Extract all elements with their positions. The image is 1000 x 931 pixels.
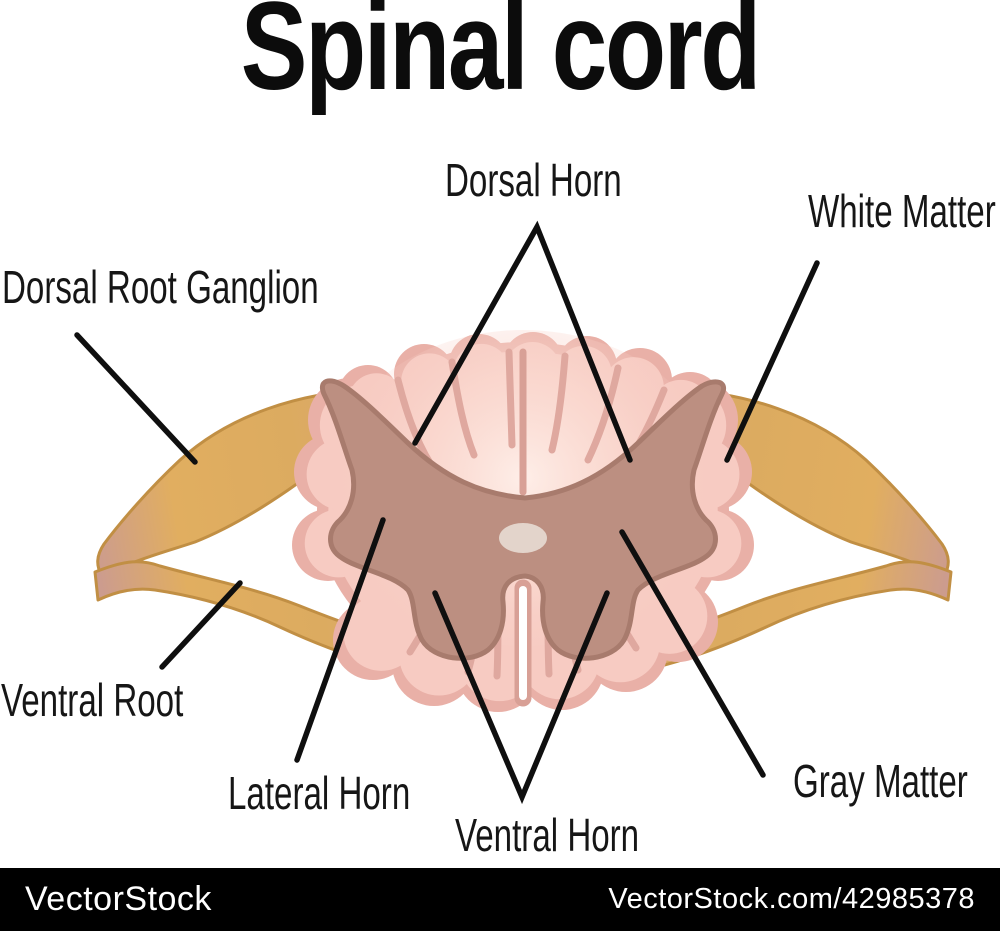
page-title: Spinal cord <box>0 0 1000 109</box>
pointer-line-gray-matter <box>619 529 766 778</box>
watermark-credit: VectorStock.com/42985378 <box>608 883 975 915</box>
pointer-lines <box>74 220 820 805</box>
pointer-line-ventral-horn <box>432 590 610 805</box>
watermark-bar: VectorStock VectorStock.com/42985378 <box>0 868 1000 931</box>
label-white-matter: White Matter <box>808 185 996 237</box>
page-title-text: Spinal cord <box>240 0 762 116</box>
label-dorsal-horn: Dorsal Horn <box>445 154 622 206</box>
gray-matter <box>320 378 726 661</box>
pointer-line-dorsal-root-ganglion <box>74 332 198 465</box>
pointer-line-ventral-root <box>159 580 243 670</box>
label-gray-matter: Gray Matter <box>793 755 968 807</box>
central-canal <box>499 523 547 553</box>
label-ventral-horn: Ventral Horn <box>455 809 640 861</box>
pointer-line-lateral-horn <box>294 517 386 763</box>
label-dorsal-root-ganglion: Dorsal Root Ganglion <box>2 261 319 313</box>
label-ventral-root: Ventral Root <box>1 674 184 726</box>
pointer-line-dorsal-horn <box>412 220 633 463</box>
label-lateral-horn: Lateral Horn <box>228 767 411 819</box>
pointer-line-white-matter <box>724 260 820 463</box>
watermark-brand: VectorStock <box>25 880 212 918</box>
